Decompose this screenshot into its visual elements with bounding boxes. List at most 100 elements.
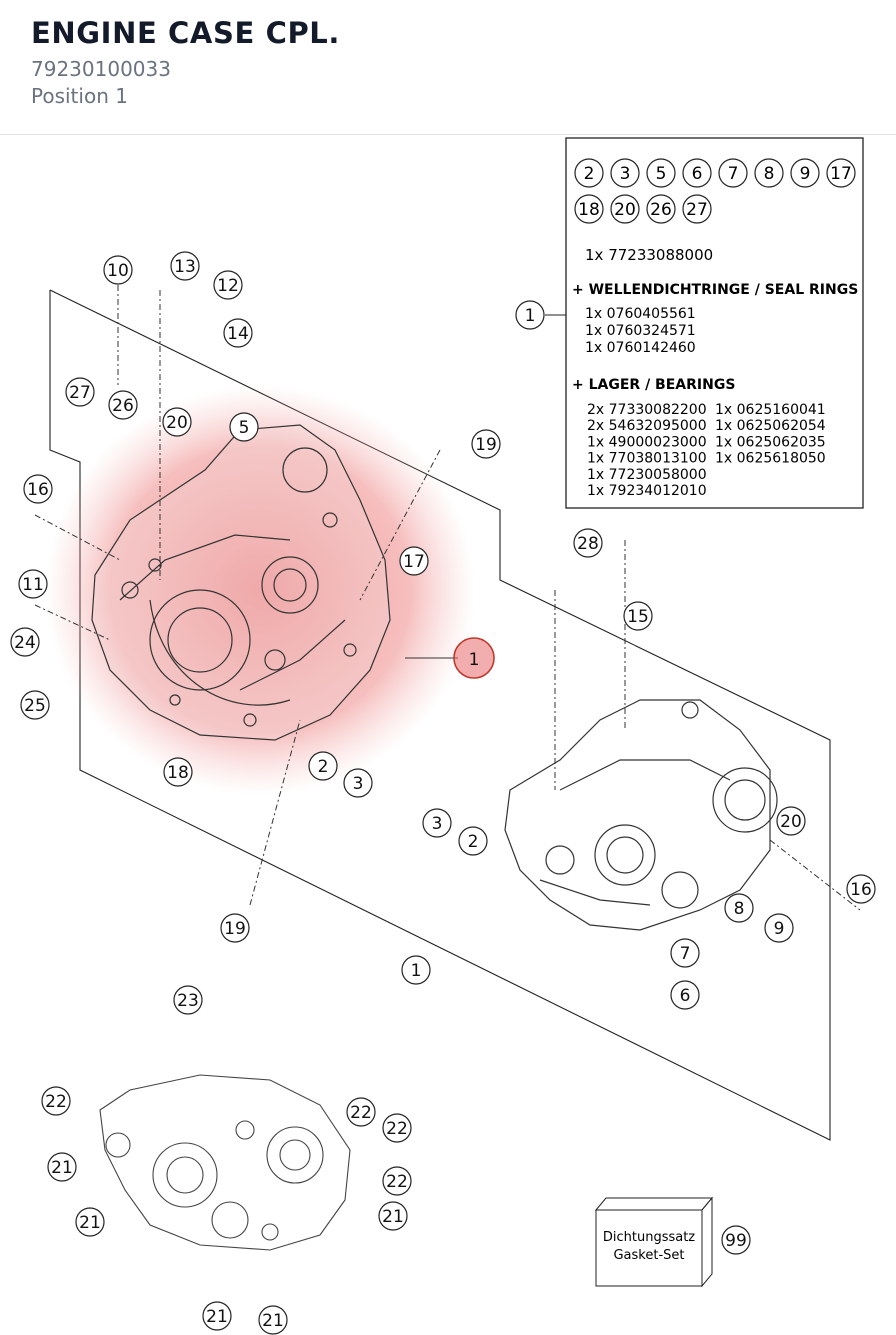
callout-14: 14 xyxy=(223,318,253,348)
svg-text:1: 1 xyxy=(411,961,422,981)
callout-16b: 16 xyxy=(846,874,876,904)
svg-text:20: 20 xyxy=(780,812,802,832)
highlight-glow xyxy=(45,385,475,795)
callout-19b: 19 xyxy=(220,913,250,943)
callout-26: 26 xyxy=(108,390,138,420)
page-header: ENGINE CASE CPL. 79230100033 Position 1 xyxy=(0,0,896,135)
legend-ref-label: 3 xyxy=(620,164,631,184)
svg-text:16: 16 xyxy=(850,880,872,900)
legend-ref-circle xyxy=(574,158,604,188)
callout-16a: 16 xyxy=(23,474,53,504)
legend-ref-circle xyxy=(646,158,676,188)
svg-text:11: 11 xyxy=(22,575,44,595)
legend-ref-label: 26 xyxy=(650,200,672,220)
svg-text:24: 24 xyxy=(14,633,36,653)
callout-28: 28 xyxy=(573,528,603,558)
svg-text:23: 23 xyxy=(177,991,199,1011)
callout-15: 15 xyxy=(623,601,653,631)
callout-12: 12 xyxy=(213,270,243,300)
legend-bearing-item: 1x 77038013100 xyxy=(587,451,707,467)
left-case-half xyxy=(91,424,391,741)
legend-bearing-item: 1x 0625062035 xyxy=(715,434,826,450)
svg-text:14: 14 xyxy=(227,324,249,344)
gasket-label-de: Dichtungssatz xyxy=(603,1230,695,1245)
callout-27: 27 xyxy=(65,377,95,407)
legend-bearing-title: + LAGER / BEARINGS xyxy=(572,377,735,393)
right-case-half xyxy=(504,699,778,931)
legend-ref-label: 2 xyxy=(584,164,595,184)
legend-ref-label: 27 xyxy=(686,200,708,220)
callout-2b: 2 xyxy=(458,826,488,856)
callout-22b: 22 xyxy=(346,1097,376,1127)
svg-text:22: 22 xyxy=(45,1092,67,1112)
svg-text:22: 22 xyxy=(350,1103,372,1123)
callout-23: 23 xyxy=(173,985,203,1015)
legend-main-part: 1x 77233088000 xyxy=(585,246,713,264)
callout-20a: 20 xyxy=(162,407,192,437)
callout-2a: 2 xyxy=(308,751,338,781)
svg-text:20: 20 xyxy=(166,413,188,433)
svg-text:21: 21 xyxy=(79,1213,101,1233)
gasket-set-box: Dichtungssatz Gasket-Set xyxy=(594,1196,714,1288)
leader-lines xyxy=(34,285,861,911)
callout-17: 17 xyxy=(399,546,429,576)
position-label: Position 1 xyxy=(31,84,128,108)
svg-text:3: 3 xyxy=(353,774,364,794)
legend-ref-label: 8 xyxy=(764,164,775,184)
legend-ref-circle xyxy=(646,194,676,224)
svg-text:17: 17 xyxy=(403,552,425,572)
legend-seal-item: 1x 0760142460 xyxy=(585,340,696,356)
legend-bearing-item: 1x 0625160041 xyxy=(715,402,826,418)
svg-text:21: 21 xyxy=(262,1311,284,1331)
svg-text:28: 28 xyxy=(577,534,599,554)
assembly-boundary xyxy=(49,289,831,1141)
legend-ref-circle xyxy=(682,158,712,188)
callout-3b: 3 xyxy=(422,808,452,838)
svg-text:21: 21 xyxy=(382,1207,404,1227)
svg-text:21: 21 xyxy=(206,1307,228,1327)
callout-highlight-1[interactable]: 1 xyxy=(453,637,495,679)
svg-text:22: 22 xyxy=(386,1172,408,1192)
legend-ref-circle xyxy=(610,158,640,188)
callout-22d: 22 xyxy=(382,1166,412,1196)
callout-21d: 21 xyxy=(202,1301,232,1331)
callout-11: 11 xyxy=(18,569,48,599)
callout-24: 24 xyxy=(10,627,40,657)
callout-10: 10 xyxy=(103,255,133,285)
legend-ref-label: 6 xyxy=(692,164,703,184)
svg-text:10: 10 xyxy=(107,261,129,281)
legend-bearing-item: 2x 54632095000 xyxy=(587,418,707,434)
svg-text:2: 2 xyxy=(468,832,479,852)
legend-ref-circle xyxy=(682,194,712,224)
svg-text:19: 19 xyxy=(224,919,246,939)
svg-text:7: 7 xyxy=(680,944,691,964)
svg-text:99: 99 xyxy=(725,1231,747,1251)
callout-22c: 22 xyxy=(382,1113,412,1143)
svg-text:5: 5 xyxy=(239,418,250,438)
legend-ref-circle xyxy=(826,158,856,188)
callout-7: 7 xyxy=(670,938,700,968)
svg-text:15: 15 xyxy=(627,607,649,627)
callout-21a: 21 xyxy=(47,1152,77,1182)
callout-9: 9 xyxy=(764,913,794,943)
svg-text:3: 3 xyxy=(432,814,443,834)
legend-bearing-item: 2x 77330082200 xyxy=(587,402,707,418)
legend-bearing-item: 1x 0625618050 xyxy=(715,451,826,467)
callout-3a: 3 xyxy=(343,768,373,798)
gasket-label-en: Gasket-Set xyxy=(613,1248,684,1263)
svg-text:1: 1 xyxy=(525,306,536,326)
svg-text:13: 13 xyxy=(174,257,196,277)
callout-21b: 21 xyxy=(75,1207,105,1237)
legend-bearing-item: 1x 49000023000 xyxy=(587,434,707,450)
svg-text:2: 2 xyxy=(318,757,329,777)
legend-bearing-item: 1x 77230058000 xyxy=(587,467,707,483)
legend-ref-label: 7 xyxy=(728,164,739,184)
legend-ref-circle xyxy=(610,194,640,224)
legend-ref-label: 9 xyxy=(800,164,811,184)
